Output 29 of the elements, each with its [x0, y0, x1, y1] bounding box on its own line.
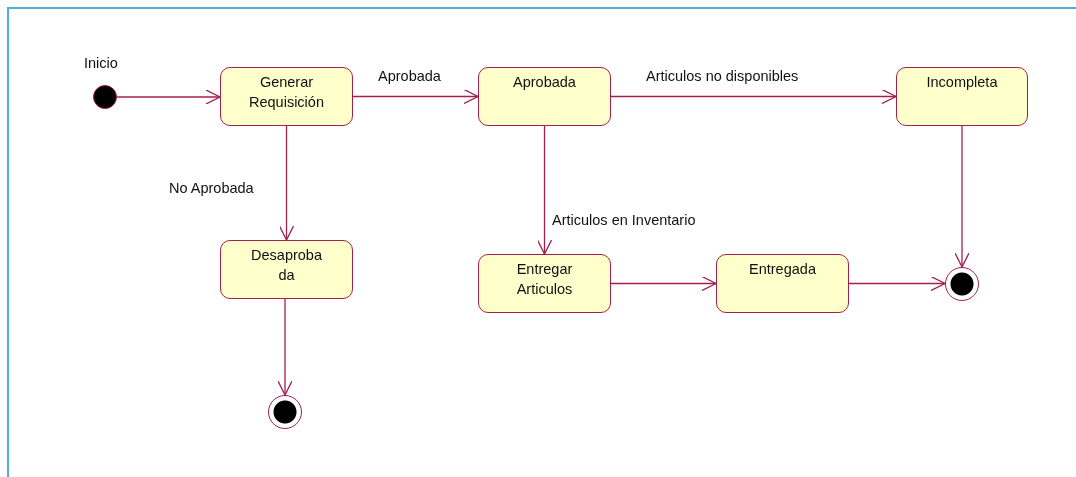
transition-arrow [848, 275, 946, 292]
state-name: Entregada [748, 260, 817, 279]
state-name: Desaproba da [250, 246, 323, 285]
state-name: Aprobada [512, 73, 577, 92]
state-label: Inicio [84, 54, 118, 72]
transition-arrow [278, 125, 295, 241]
transition-arrow [954, 125, 970, 268]
edge-label: Aprobada [378, 67, 441, 85]
edge-label: No Aprobada [169, 179, 254, 197]
state-box [716, 254, 849, 313]
edge-label: Articulos no disponibles [646, 67, 799, 85]
transition-arrow [610, 88, 897, 105]
transition-arrow [610, 275, 717, 292]
state-name: Generar Requisición [248, 73, 325, 112]
transition-arrow [536, 125, 553, 255]
state-box [220, 67, 353, 126]
transition-arrow [277, 298, 293, 396]
state-box [478, 67, 611, 126]
state-name: Incompleta [925, 73, 999, 92]
final-state [945, 267, 979, 301]
final-state [268, 395, 302, 429]
state-box [478, 254, 611, 313]
initial-state [93, 85, 117, 109]
transition-arrow [116, 89, 221, 105]
state-name: Entregar Articulos [515, 260, 574, 299]
edge-label: Articulos en Inventario [552, 211, 696, 229]
state-box [896, 67, 1028, 126]
state-box [220, 240, 353, 299]
transition-arrow [352, 88, 479, 105]
